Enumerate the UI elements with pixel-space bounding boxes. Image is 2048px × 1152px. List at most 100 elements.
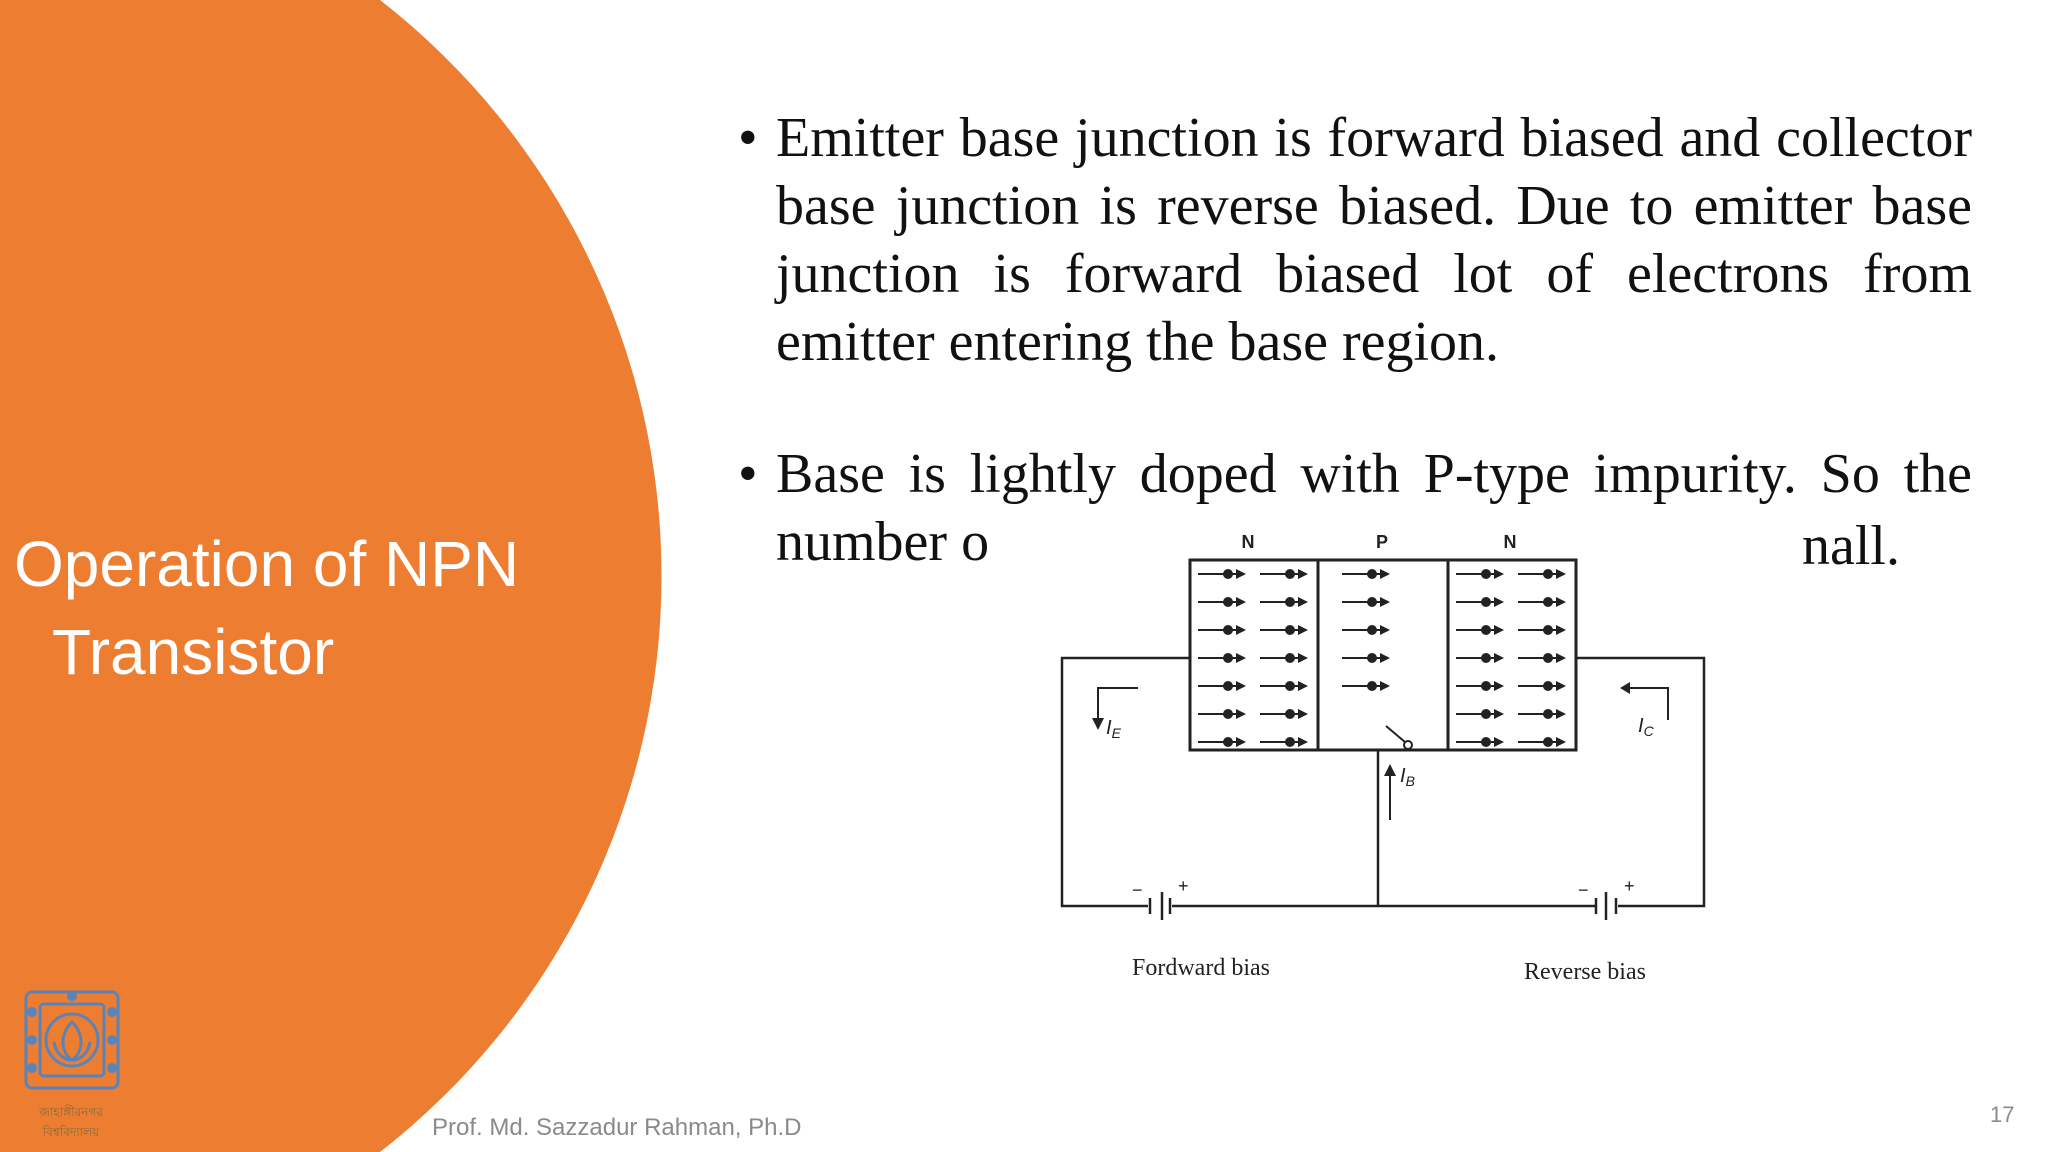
electron-arrow-head bbox=[1494, 597, 1504, 607]
emblem-dot bbox=[107, 1007, 117, 1017]
current-subscript-e: E bbox=[1112, 725, 1122, 741]
emitter-battery bbox=[1148, 892, 1172, 920]
forward-bias-label: Fordward bias bbox=[1132, 955, 1270, 981]
electron-arrow-head bbox=[1298, 681, 1308, 691]
emitter-current-arrowhead bbox=[1092, 718, 1104, 730]
electron-dot bbox=[1481, 569, 1491, 579]
electron-arrow-head bbox=[1494, 737, 1504, 747]
emblem-dot bbox=[27, 1063, 37, 1073]
base-current-arrowhead bbox=[1384, 764, 1396, 776]
electron-dot bbox=[1543, 709, 1553, 719]
slide-title-line-2: Transistor bbox=[52, 616, 335, 688]
collector-battery bbox=[1594, 892, 1618, 920]
emitter-current-arrow bbox=[1097, 687, 1138, 720]
electron-arrow-head bbox=[1236, 737, 1246, 747]
electron-arrow-head bbox=[1236, 597, 1246, 607]
electron-dot bbox=[1285, 681, 1295, 691]
electron-dot bbox=[1481, 709, 1491, 719]
battery-plus-right: + bbox=[1624, 876, 1635, 896]
electron-arrow-head bbox=[1556, 737, 1566, 747]
reverse-bias-label: Reverse bias bbox=[1524, 959, 1646, 985]
electron-dot bbox=[1367, 597, 1377, 607]
bullet-item-1: • Emitter base junction is forward biase… bbox=[738, 104, 1972, 376]
bullet-text-1: Emitter base junction is forward biased … bbox=[776, 107, 1972, 373]
battery-minus-left: − bbox=[1132, 880, 1143, 900]
base-current-label: IB bbox=[1400, 765, 1415, 789]
electron-dot bbox=[1543, 625, 1553, 635]
electron-dot bbox=[1481, 597, 1491, 607]
bullet-item-2: • Base is lightly doped with P-type impu… bbox=[738, 440, 1972, 576]
current-symbol-ie: I bbox=[1106, 717, 1112, 739]
electron-arrow-head bbox=[1556, 569, 1566, 579]
emitter-current-label: IE bbox=[1106, 717, 1122, 741]
emblem-dot bbox=[67, 991, 77, 1001]
electron-dot bbox=[1223, 569, 1233, 579]
electron-arrow-head bbox=[1494, 653, 1504, 663]
electron-arrow-head bbox=[1298, 709, 1308, 719]
electron-dot bbox=[1223, 681, 1233, 691]
electron-arrow-head bbox=[1298, 625, 1308, 635]
current-subscript-b: B bbox=[1406, 773, 1415, 789]
electron-arrow-head bbox=[1494, 569, 1504, 579]
region-label-n-right: N bbox=[1504, 532, 1517, 552]
electron-arrow-head bbox=[1236, 681, 1246, 691]
collector-current-arrow bbox=[1628, 687, 1669, 720]
electron-dot bbox=[1367, 569, 1377, 579]
electron-arrows bbox=[1198, 569, 1566, 747]
emblem-dot bbox=[27, 1035, 37, 1045]
electron-dot bbox=[1223, 709, 1233, 719]
electron-arrow-head bbox=[1298, 653, 1308, 663]
current-symbol-ib: I bbox=[1400, 765, 1406, 787]
electron-dot bbox=[1285, 737, 1295, 747]
region-label-p: P bbox=[1376, 532, 1388, 552]
electron-arrow-head bbox=[1556, 709, 1566, 719]
bullet-text-tail: nall. bbox=[1802, 515, 1900, 577]
slide-title: Operation of NPN Transistor bbox=[14, 520, 614, 696]
region-label-n-left: N bbox=[1242, 532, 1255, 552]
footer-author: Prof. Md. Sazzadur Rahman, Ph.D bbox=[432, 1114, 802, 1141]
collector-current-arrowhead bbox=[1620, 682, 1630, 694]
bullet-list: • Emitter base junction is forward biase… bbox=[738, 104, 1972, 640]
electron-arrow-head bbox=[1380, 569, 1390, 579]
electron-arrow-head bbox=[1494, 625, 1504, 635]
battery-plus-left: + bbox=[1178, 876, 1189, 896]
electron-dot bbox=[1367, 625, 1377, 635]
electron-dot bbox=[1543, 737, 1553, 747]
electron-dot bbox=[1223, 737, 1233, 747]
orange-circle-shape bbox=[0, 0, 662, 1152]
electron-dot bbox=[1285, 653, 1295, 663]
emblem-petal-left bbox=[52, 1041, 73, 1062]
university-emblem-icon bbox=[24, 990, 120, 1090]
emblem-dot bbox=[107, 1035, 117, 1045]
electron-arrow-head bbox=[1494, 709, 1504, 719]
electron-arrow-head bbox=[1298, 597, 1308, 607]
electron-dot bbox=[1543, 597, 1553, 607]
electron-dot bbox=[1285, 569, 1295, 579]
electron-dot bbox=[1543, 569, 1553, 579]
battery-minus-right: − bbox=[1578, 880, 1589, 900]
base-terminal bbox=[1403, 740, 1413, 750]
electron-arrow-head bbox=[1236, 625, 1246, 635]
electron-dot bbox=[1223, 625, 1233, 635]
collector-wire bbox=[1576, 656, 1706, 908]
emblem-dot bbox=[107, 1063, 117, 1073]
emblem-lotus bbox=[61, 1019, 83, 1062]
electron-arrow-head bbox=[1380, 625, 1390, 635]
collector-current-label: IC bbox=[1638, 715, 1655, 739]
bullet-dot: • bbox=[738, 443, 758, 505]
emblem-circle bbox=[44, 1012, 100, 1068]
transistor-body bbox=[1188, 558, 1578, 752]
current-symbol-ic: I bbox=[1638, 715, 1644, 737]
circuit-wires bbox=[1060, 656, 1706, 908]
electron-arrow-head bbox=[1236, 569, 1246, 579]
electron-arrow-head bbox=[1236, 709, 1246, 719]
page-number: 17 bbox=[1990, 1102, 2015, 1127]
base-electron-arrow bbox=[1385, 725, 1406, 743]
electron-dot bbox=[1285, 625, 1295, 635]
emblem-dot bbox=[27, 1007, 37, 1017]
bullet-text-2: Base is lightly doped with P-type impuri… bbox=[776, 443, 1972, 573]
electron-arrow-head bbox=[1236, 653, 1246, 663]
emblem-petal-right bbox=[71, 1041, 92, 1062]
